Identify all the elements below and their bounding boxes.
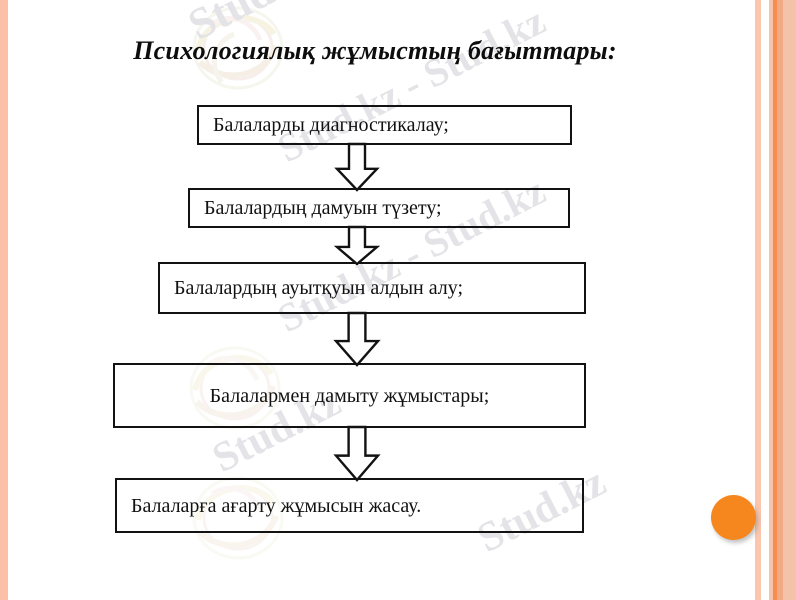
- flowchart: Балаларды диагностикалау; Балалардың даму…: [113, 105, 586, 533]
- node-label: Балаларды диагностикалау;: [213, 114, 449, 136]
- right-accent-band-4: [777, 0, 783, 600]
- node-education-work: Балаларға ағарту жұмысын жасау.: [115, 478, 584, 533]
- page-title: Психологиялық жұмыстың бағыттары:: [133, 36, 617, 65]
- right-accent-band-2: [769, 0, 773, 600]
- flow-arrow-down-icon: [333, 311, 381, 367]
- left-accent-band: [0, 0, 8, 600]
- node-label: Балалардың ауытқуын алдын алу;: [174, 277, 464, 299]
- flow-arrow-down-icon: [333, 225, 381, 266]
- node-label: Балалардың дамуын түзету;: [204, 197, 442, 219]
- node-diagnostics: Балаларды диагностикалау;: [197, 105, 572, 145]
- node-label: Балаларға ағарту жұмысын жасау.: [131, 494, 422, 517]
- right-accent-band-3: [773, 0, 777, 600]
- flow-arrow-down-icon: [333, 425, 381, 482]
- orange-dot-decoration: [711, 495, 756, 540]
- right-accent-band-5: [783, 0, 796, 600]
- node-development-correction: Балалардың дамуын түзету;: [188, 188, 570, 228]
- node-label: Балалармен дамыту жұмыстары;: [209, 384, 490, 407]
- flow-arrow-down-icon: [334, 142, 380, 192]
- right-accent-band-1: [755, 0, 761, 600]
- node-development-work: Балалармен дамыту жұмыстары;: [113, 363, 586, 428]
- node-deviation-prevention: Балалардың ауытқуын алдын алу;: [158, 262, 586, 314]
